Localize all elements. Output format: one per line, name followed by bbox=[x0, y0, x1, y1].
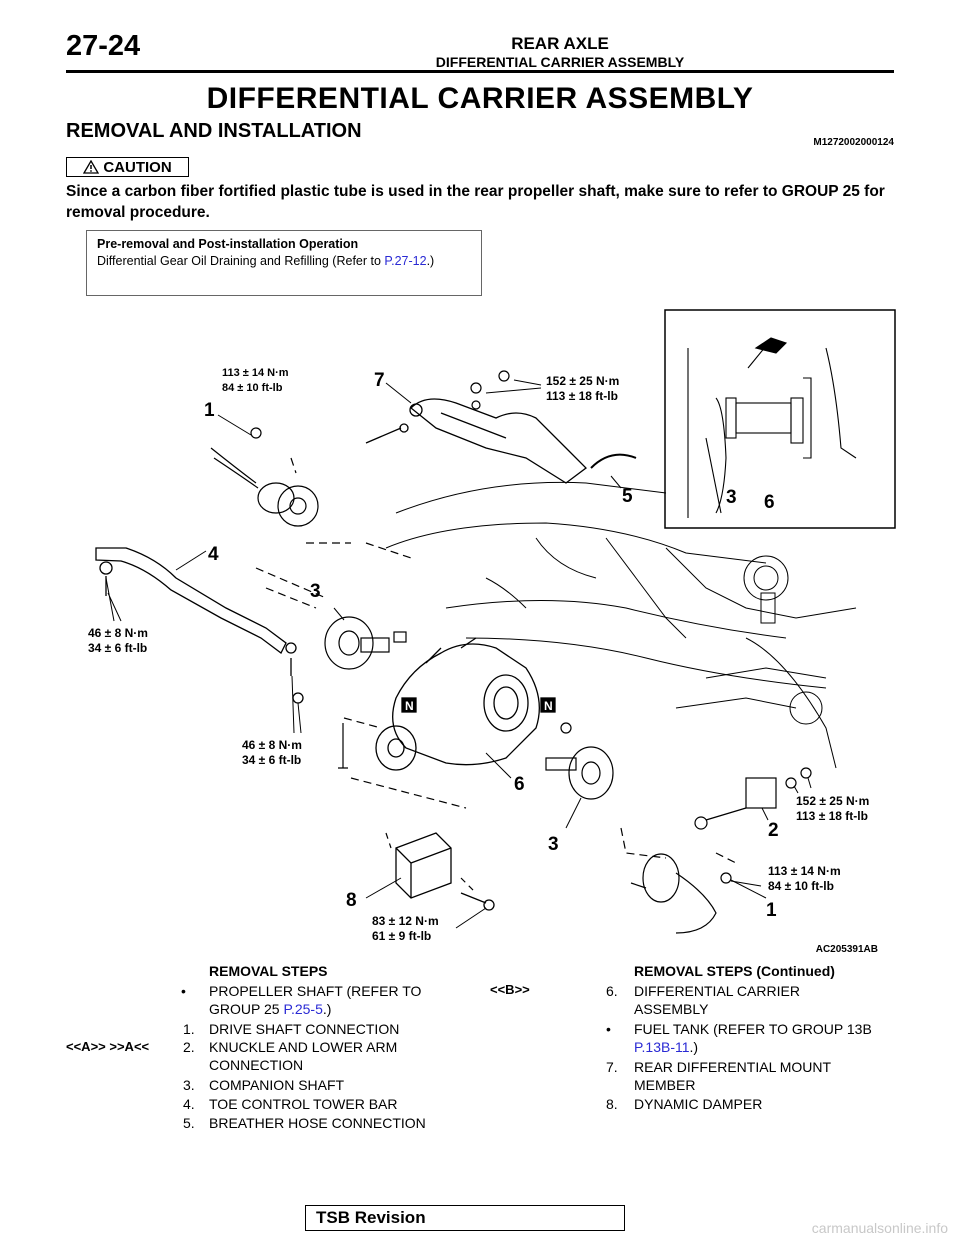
drive-shaft-upper bbox=[210, 427, 319, 527]
inset-frame bbox=[664, 309, 896, 529]
ref-a: <<A>> >>A<< bbox=[66, 1039, 150, 1054]
page-number: 27-24 bbox=[66, 30, 141, 62]
ref-b: <<B>> bbox=[490, 982, 530, 997]
warning-triangle-icon bbox=[83, 160, 100, 174]
step-num-6: 6. bbox=[606, 983, 618, 999]
n-mark-2: N bbox=[544, 699, 553, 713]
step-4: TOE CONTROL TOWER BAR bbox=[209, 1096, 398, 1112]
mount-member bbox=[365, 398, 587, 484]
breather-hose bbox=[590, 453, 637, 469]
callout-3-upper: 3 bbox=[310, 581, 321, 602]
step-num-1: 1. bbox=[183, 1021, 195, 1037]
callout-5: 5 bbox=[622, 486, 633, 507]
step-num-3: 3. bbox=[183, 1077, 195, 1093]
mount-nuts bbox=[470, 370, 510, 410]
removal-steps-cont-heading: REMOVAL STEPS (Continued) bbox=[634, 963, 835, 979]
step-8: DYNAMIC DAMPER bbox=[634, 1096, 763, 1112]
diagram-art: 3 6 bbox=[95, 309, 896, 934]
procedure-heading: REMOVAL AND INSTALLATION bbox=[66, 120, 362, 142]
bullet-icon: • bbox=[181, 983, 186, 999]
propeller-link[interactable]: P.25-5 bbox=[283, 1001, 323, 1017]
callout-7: 7 bbox=[374, 370, 385, 391]
section-title: REAR AXLE bbox=[511, 34, 609, 53]
callout-1-lower: 1 bbox=[766, 900, 777, 921]
step-7: REAR DIFFERENTIAL MOUNT MEMBER bbox=[634, 1059, 831, 1093]
diff-bolt bbox=[338, 723, 348, 769]
pre-removal-title: Pre-removal and Post-installation Operat… bbox=[97, 237, 359, 251]
dash-line-4 bbox=[385, 832, 477, 894]
caution-text: Since a carbon fiber fortified plastic t… bbox=[66, 183, 885, 221]
step-6: DIFFERENTIAL CARRIER ASSEMBLY bbox=[634, 983, 800, 1017]
inset-callout-3: 3 bbox=[726, 487, 737, 508]
caution-box: CAUTION bbox=[66, 157, 189, 177]
step-propeller-shaft: PROPELLER SHAFT (REFER TO GROUP 25 P.25-… bbox=[209, 983, 422, 1017]
fuel-tank-link[interactable]: P.13B-11 bbox=[634, 1039, 690, 1055]
figure-id: AC205391AB bbox=[815, 944, 878, 955]
callout-2: 2 bbox=[768, 820, 779, 841]
step-3: COMPANION SHAFT bbox=[209, 1077, 345, 1093]
step-num-4: 4. bbox=[183, 1096, 195, 1112]
pre-removal-text: Differential Gear Oil Draining and Refil… bbox=[97, 254, 385, 268]
header-rule bbox=[66, 70, 894, 73]
step-num-7: 7. bbox=[606, 1059, 618, 1075]
dash-line-3 bbox=[343, 717, 467, 809]
step-num-2: 2. bbox=[183, 1039, 195, 1055]
companion-shaft-upper bbox=[324, 616, 407, 670]
dash-line-2 bbox=[255, 567, 327, 609]
dash-line-5 bbox=[620, 827, 737, 864]
document-code: M1272002000124 bbox=[813, 137, 894, 148]
pre-removal-box: Pre-removal and Post-installation Operat… bbox=[86, 230, 482, 296]
page-title: DIFFERENTIAL CARRIER ASSEMBLY bbox=[206, 82, 754, 115]
step-num-5: 5. bbox=[183, 1115, 195, 1131]
drive-shaft-lower bbox=[630, 853, 732, 934]
tsb-revision-box: TSB Revision bbox=[305, 1205, 625, 1231]
rear-subframe bbox=[385, 481, 857, 769]
dash-line-1 bbox=[290, 457, 412, 559]
pre-removal-text-end: .) bbox=[426, 254, 435, 268]
callout-4: 4 bbox=[208, 544, 219, 565]
step-fuel-tank: FUEL TANK (REFER TO GROUP 13B P.13B-11.) bbox=[634, 1021, 872, 1055]
callout-1-upper: 1 bbox=[204, 400, 215, 421]
callout-3-lower: 3 bbox=[548, 834, 559, 855]
caution-label: CAUTION bbox=[103, 158, 172, 176]
pre-removal-link[interactable]: P.27-12 bbox=[384, 254, 427, 268]
dynamic-damper bbox=[395, 832, 495, 911]
companion-shaft-lower bbox=[545, 722, 614, 800]
knuckle-bracket bbox=[694, 767, 812, 830]
leader-lines bbox=[105, 379, 812, 929]
callout-8: 8 bbox=[346, 890, 357, 911]
removal-steps-heading: REMOVAL STEPS bbox=[209, 963, 328, 979]
step-5: BREATHER HOSE CONNECTION bbox=[209, 1115, 426, 1131]
callout-6: 6 bbox=[514, 774, 525, 795]
n-mark-1: N bbox=[405, 699, 414, 713]
step-1: DRIVE SHAFT CONNECTION bbox=[209, 1021, 400, 1037]
section-subtitle: DIFFERENTIAL CARRIER ASSEMBLY bbox=[435, 54, 685, 70]
step-2: KNUCKLE AND LOWER ARM CONNECTION bbox=[209, 1039, 398, 1073]
watermark: carmanualsonline.info bbox=[811, 1220, 948, 1236]
inset-hub-drawing bbox=[687, 337, 857, 518]
inset-callout-6: 6 bbox=[764, 492, 775, 513]
bullet-icon-2: • bbox=[606, 1021, 611, 1037]
step-num-8: 8. bbox=[606, 1096, 618, 1112]
differential-carrier bbox=[375, 637, 556, 771]
exploded-diagram: 3 6 bbox=[66, 308, 896, 958]
